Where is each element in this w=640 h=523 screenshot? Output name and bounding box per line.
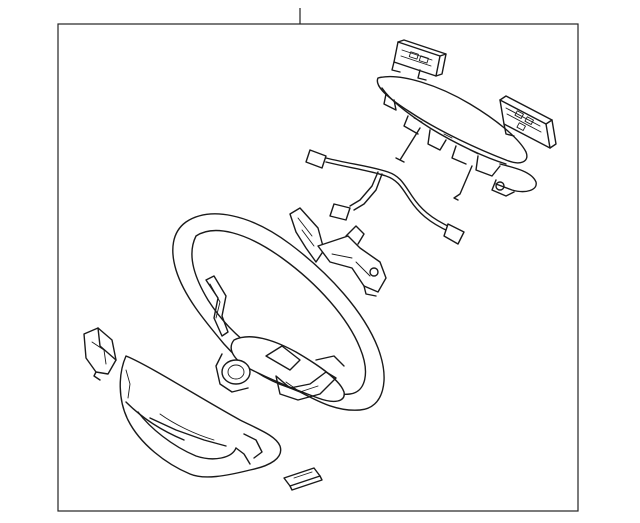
side-trim-clip [83,327,117,381]
clock-spring-wire-harness [305,149,465,245]
lower-column-cover [119,355,282,478]
right-switch-assembly [499,95,557,149]
airbag-module [376,75,537,201]
bottom-trim-insert [283,467,323,491]
steering-wheel [172,213,385,411]
paddle-shifter-bracket [289,207,387,297]
left-switch-assembly [391,39,447,81]
diagram-frame [57,23,579,512]
